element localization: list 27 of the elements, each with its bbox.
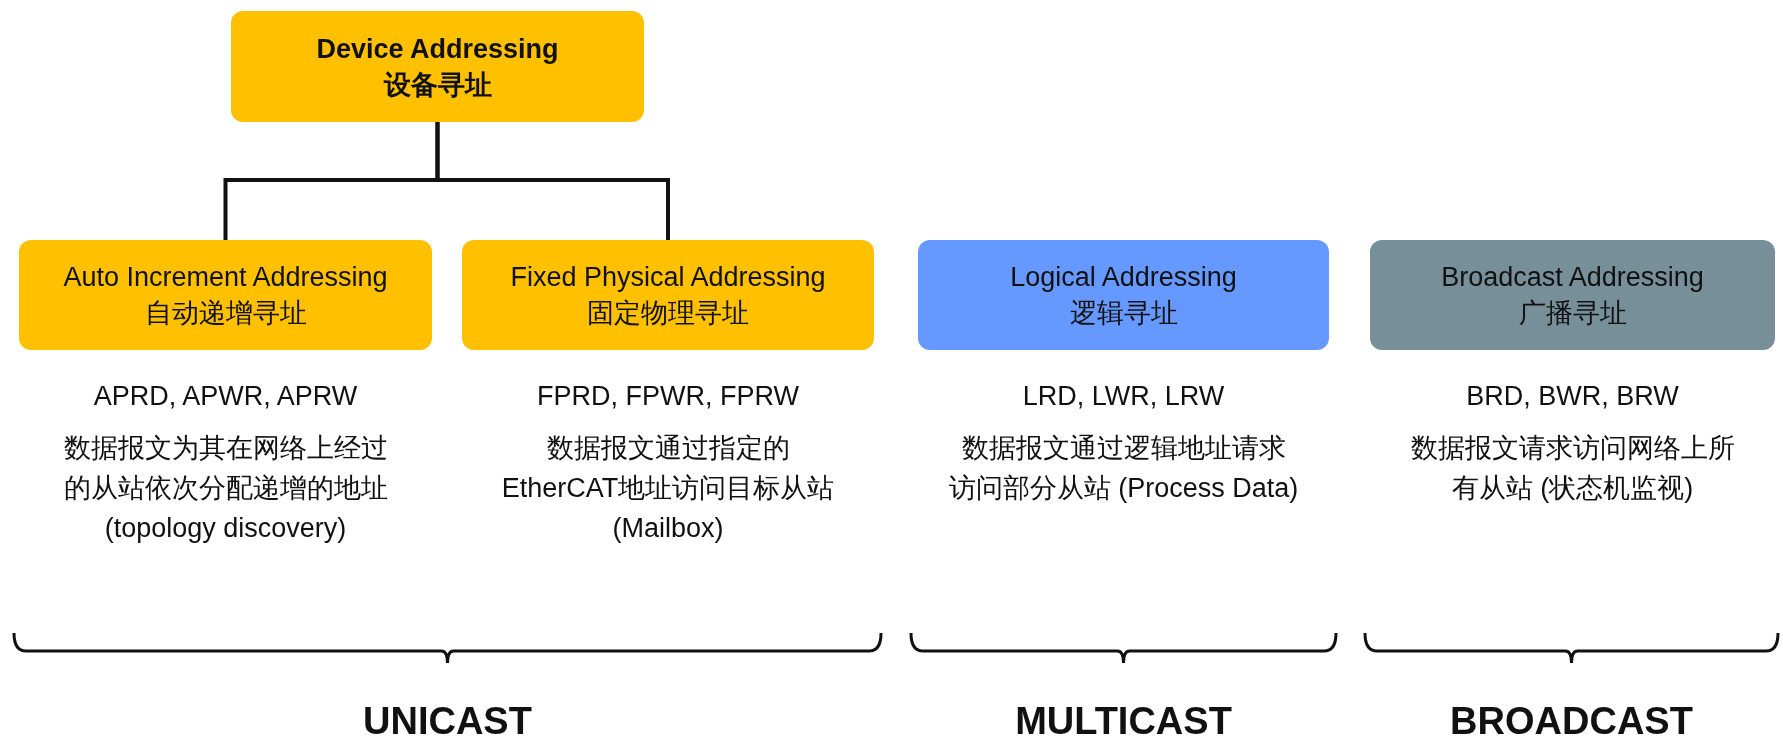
description-text: 数据报文请求访问网络上所有从站 (状态机监视) xyxy=(1409,432,1736,505)
process-box xyxy=(918,240,1329,350)
command-list: APRD, APWR, APRW xyxy=(50,376,401,416)
command-list: BRD, BWR, BRW xyxy=(1397,376,1748,416)
command-list: LRD, LWR, LRW xyxy=(948,376,1299,416)
group-label: MULTICAST xyxy=(1014,700,1233,743)
process-box xyxy=(462,240,874,350)
process-box xyxy=(1370,240,1775,350)
description-text: 数据报文通过逻辑地址请求访问部分从站 (Process Data) xyxy=(948,432,1299,505)
box-subtitle: 逻辑寻址 xyxy=(1069,297,1178,330)
box-subtitle: 自动递增寻址 xyxy=(144,297,307,330)
connector-line xyxy=(435,122,670,240)
box-title: Logical Addressing xyxy=(1010,261,1237,294)
command-list: FPRD, FPWR, FPRW xyxy=(493,376,843,416)
process-box xyxy=(19,240,432,350)
box-title: Device Addressing xyxy=(316,32,559,66)
group-label: UNICAST xyxy=(362,700,533,743)
box-subtitle: 设备寻址 xyxy=(383,68,492,102)
box-title: Fixed Physical Addressing xyxy=(510,261,826,294)
box-title: Broadcast Addressing xyxy=(1441,261,1704,294)
box-title: Auto Increment Addressing xyxy=(63,261,388,294)
description-text: 数据报文为其在网络上经过的从站依次分配递增的地址 (topology discovery) xyxy=(62,432,389,545)
box-subtitle: 固定物理寻址 xyxy=(587,297,749,330)
box-subtitle: 广播寻址 xyxy=(1518,297,1627,330)
group-label: BROADCAST xyxy=(1449,700,1694,743)
description-text: 数据报文通过指定的EtherCAT地址访问目标从站 (Mailbox) xyxy=(500,432,836,545)
process-box xyxy=(231,11,644,122)
